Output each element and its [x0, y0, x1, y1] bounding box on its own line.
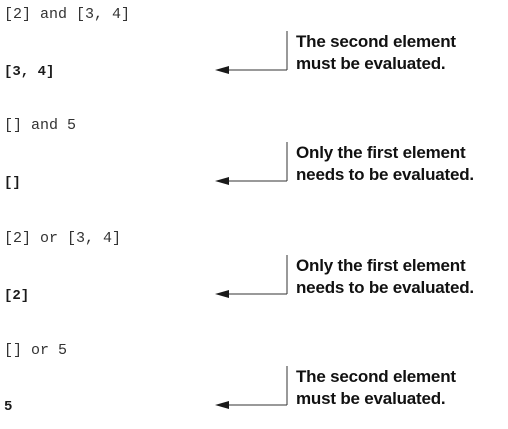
- note-3: Only the first element needs to be evalu…: [296, 255, 474, 299]
- arrowhead-1: [215, 66, 229, 74]
- note-4-line-1: The second element: [296, 367, 456, 386]
- result-1: [3, 4]: [4, 64, 55, 80]
- expression-4: [] or 5: [4, 342, 68, 359]
- note-2-line-1: Only the first element: [296, 143, 466, 162]
- connector-1: [215, 31, 288, 74]
- note-1-line-1: The second element: [296, 32, 456, 51]
- connector-4: [215, 366, 288, 409]
- result-4: 5: [4, 399, 13, 415]
- result-2: []: [4, 175, 21, 191]
- note-2: Only the first element needs to be evalu…: [296, 142, 474, 186]
- note-4-line-2: must be evaluated.: [296, 389, 446, 408]
- arrowhead-2: [215, 177, 229, 185]
- expression-3: [2] or [3, 4]: [4, 230, 122, 247]
- expression-2: [] and 5: [4, 117, 77, 134]
- connector-3: [215, 255, 288, 298]
- note-4: The second element must be evaluated.: [296, 366, 456, 410]
- connector-2: [215, 142, 288, 185]
- arrowhead-3: [215, 290, 229, 298]
- expression-1: [2] and [3, 4]: [4, 6, 131, 23]
- result-3: [2]: [4, 288, 30, 304]
- note-2-line-2: needs to be evaluated.: [296, 165, 474, 184]
- note-1: The second element must be evaluated.: [296, 31, 456, 75]
- arrowhead-4: [215, 401, 229, 409]
- note-3-line-1: Only the first element: [296, 256, 466, 275]
- note-1-line-2: must be evaluated.: [296, 54, 446, 73]
- note-3-line-2: needs to be evaluated.: [296, 278, 474, 297]
